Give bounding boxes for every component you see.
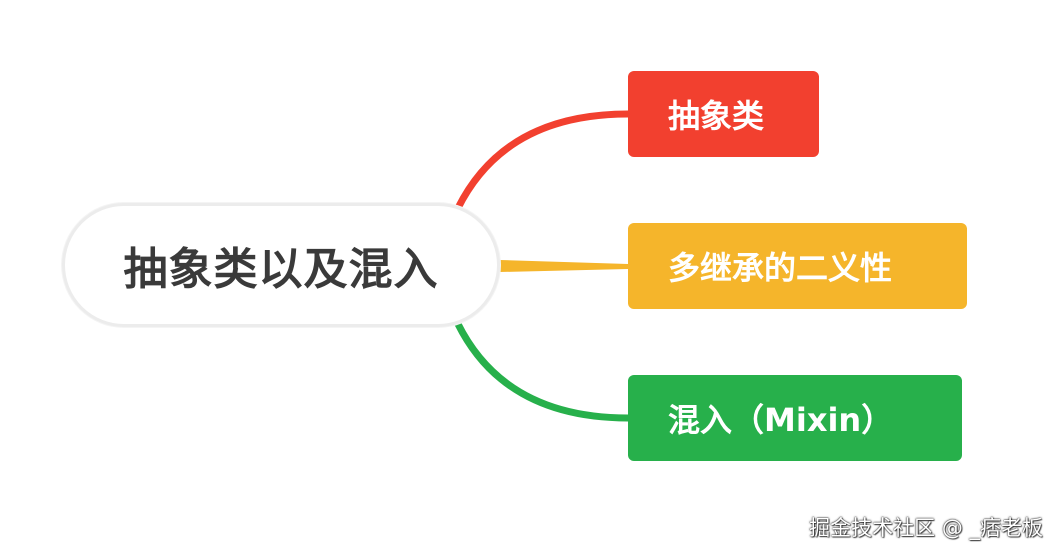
root-label: 抽象类以及混入 [123, 244, 439, 295]
root-node[interactable]: 抽象类以及混入 [62, 203, 500, 327]
branch-multiple-inheritance[interactable]: 多继承的二义性 [628, 223, 967, 309]
branch-label: 混入（Mixin） [668, 401, 894, 439]
connector-mixin [454, 320, 632, 422]
connector-abstract-class [454, 110, 632, 212]
branch-label: 多继承的二义性 [668, 249, 893, 287]
watermark: 掘金技术社区 @ _痞老板 [809, 516, 1043, 540]
branch-abstract-class[interactable]: 抽象类 [628, 71, 819, 157]
branch-label: 抽象类 [668, 97, 765, 135]
connector-multiple-inheritance [500, 260, 628, 272]
branch-mixin[interactable]: 混入（Mixin） [628, 375, 962, 461]
